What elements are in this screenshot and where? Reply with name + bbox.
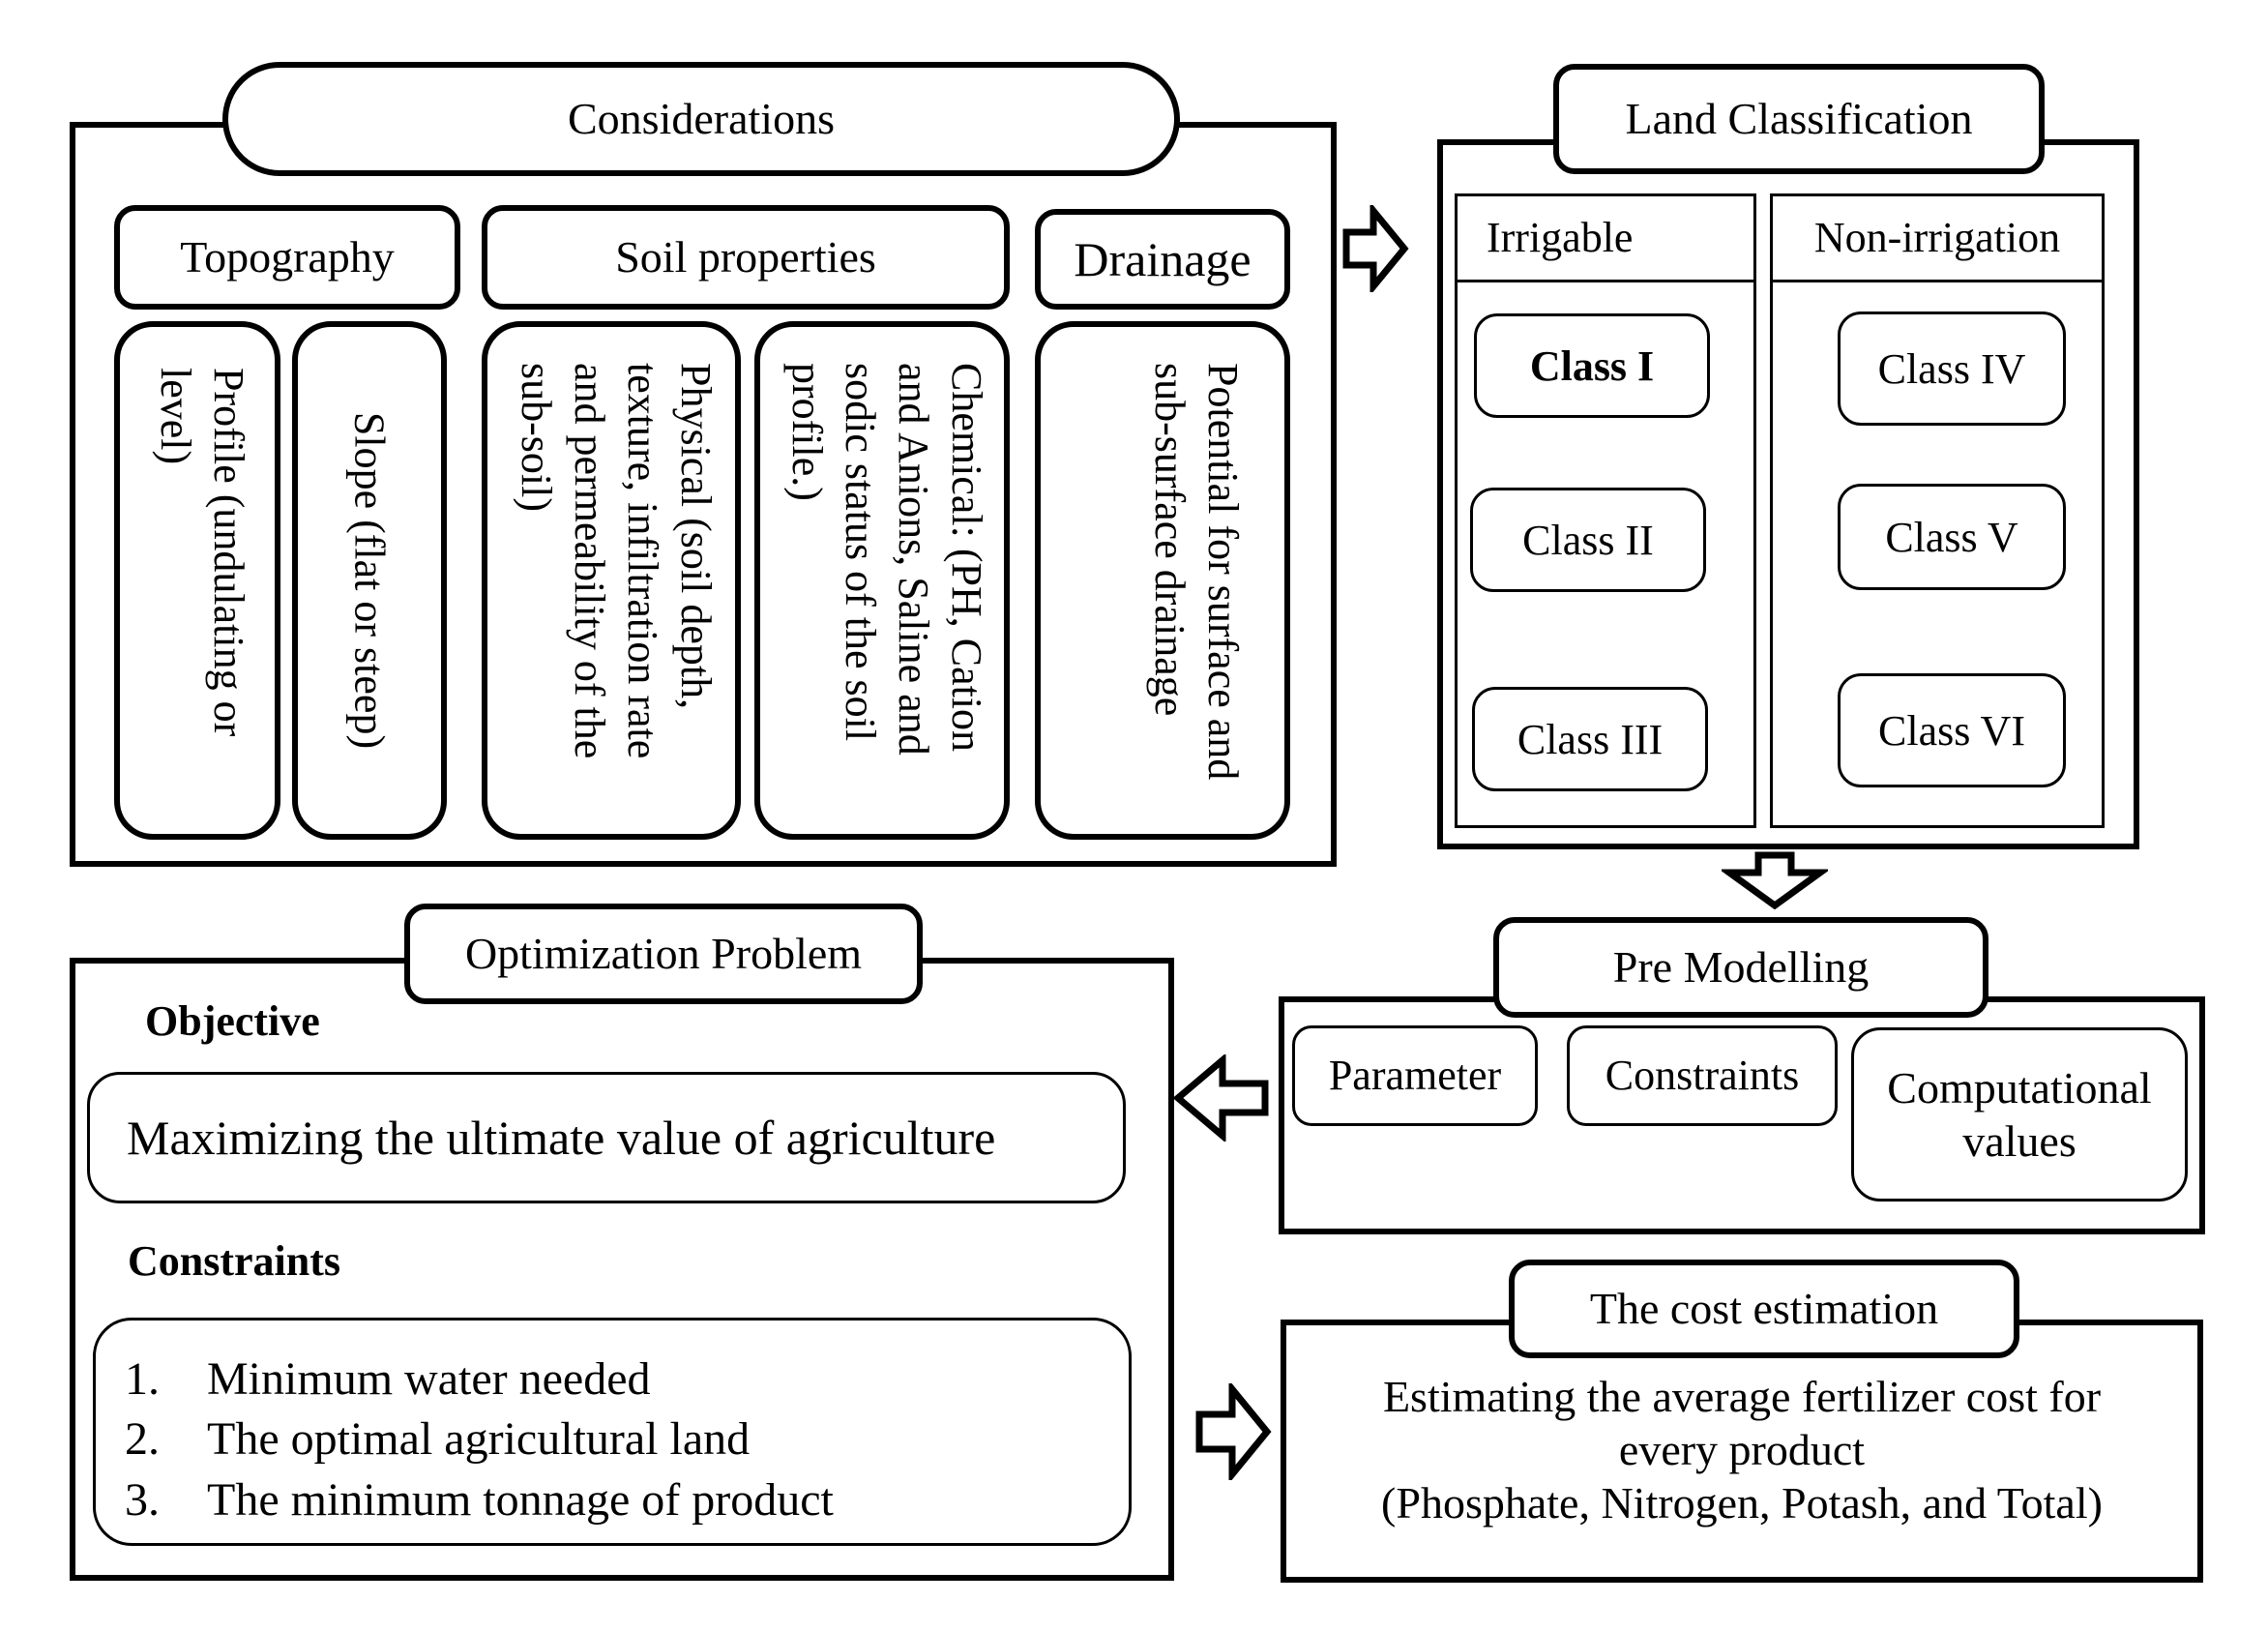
physical-text: Physical (soil depth, texture, infiltrat… (513, 363, 720, 759)
physical-box: Physical (soil depth, texture, infiltrat… (482, 321, 741, 840)
constraint-number: 1. (125, 1353, 160, 1405)
considerations-title: Considerations (222, 62, 1180, 176)
profile-box: Profile (undulating or level) (114, 321, 280, 840)
land-classification-title: Land Classification (1553, 64, 2045, 174)
class-i-box: Class I (1474, 313, 1710, 418)
constraint-text: The minimum tonnage of product (207, 1473, 834, 1526)
cost-panel (1281, 1320, 2203, 1583)
constraints-list: 1. Minimum water needed 2. The optimal agr… (125, 1350, 1129, 1530)
cost-description: Estimating the average fertilizer cost f… (1286, 1370, 2197, 1530)
cost-line-3: (Phosphate, Nitrogen, Potash, and Total) (1381, 1478, 2103, 1528)
parameter-box: Parameter (1292, 1025, 1538, 1126)
constraint-item: 3. The minimum tonnage of product (125, 1470, 1129, 1530)
constraint-number: 2. (125, 1413, 160, 1466)
constraint-number: 3. (125, 1473, 160, 1526)
optimization-title: Optimization Problem (404, 904, 923, 1004)
drainage-text: Potential for surface and sub-surface dr… (1146, 363, 1247, 781)
pre-modelling-title: Pre Modelling (1493, 917, 1988, 1018)
constraint-text: Minimum water needed (207, 1353, 651, 1405)
soil-properties-header: Soil properties (482, 205, 1010, 310)
irrigable-header: Irrigable (1455, 193, 1756, 282)
class-iii-box: Class III (1472, 687, 1708, 791)
constraints-box: Constraints (1567, 1025, 1838, 1126)
chemical-box: Chemical: (PH, Cation and Anions, Saline… (754, 321, 1010, 840)
arrow-right-icon (1342, 205, 1409, 292)
constraint-item: 1. Minimum water needed (125, 1350, 1129, 1409)
arrow-down-icon (1722, 851, 1828, 909)
drainage-box: Potential for surface and sub-surface dr… (1035, 321, 1290, 840)
chemical-text: Chemical: (PH, Cation and Anions, Saline… (783, 363, 990, 756)
arrow-right-icon (1195, 1383, 1272, 1480)
class-iv-box: Class IV (1838, 312, 2066, 426)
constraints-list-box: 1. Minimum water needed 2. The optimal agr… (93, 1318, 1132, 1546)
slope-box: Slope (flat or steep) (292, 321, 447, 840)
class-vi-box: Class VI (1838, 673, 2066, 787)
class-v-box: Class V (1838, 484, 2066, 590)
profile-text: Profile (undulating or level) (152, 368, 252, 737)
drainage-header: Drainage (1035, 209, 1290, 310)
slope-text: Slope (flat or steep) (345, 411, 394, 750)
constraint-text: The optimal agricultural land (207, 1413, 751, 1466)
cost-line-1: Estimating the average fertilizer cost f… (1382, 1372, 2102, 1421)
constraints-heading: Constraints (128, 1237, 341, 1285)
non-irrigation-header: Non-irrigation (1770, 193, 2105, 282)
topography-header: Topography (114, 205, 460, 310)
objective-box: Maximizing the ultimate value of agricul… (87, 1072, 1126, 1203)
cost-line-2: every product (1618, 1425, 1866, 1475)
class-ii-box: Class II (1470, 488, 1706, 592)
arrow-left-icon (1172, 1054, 1269, 1142)
cost-title: The cost estimation (1509, 1260, 2019, 1358)
objective-heading: Objective (145, 997, 320, 1045)
computational-values-box: Computational values (1851, 1027, 2188, 1202)
constraint-item: 2. The optimal agricultural land (125, 1409, 1129, 1469)
